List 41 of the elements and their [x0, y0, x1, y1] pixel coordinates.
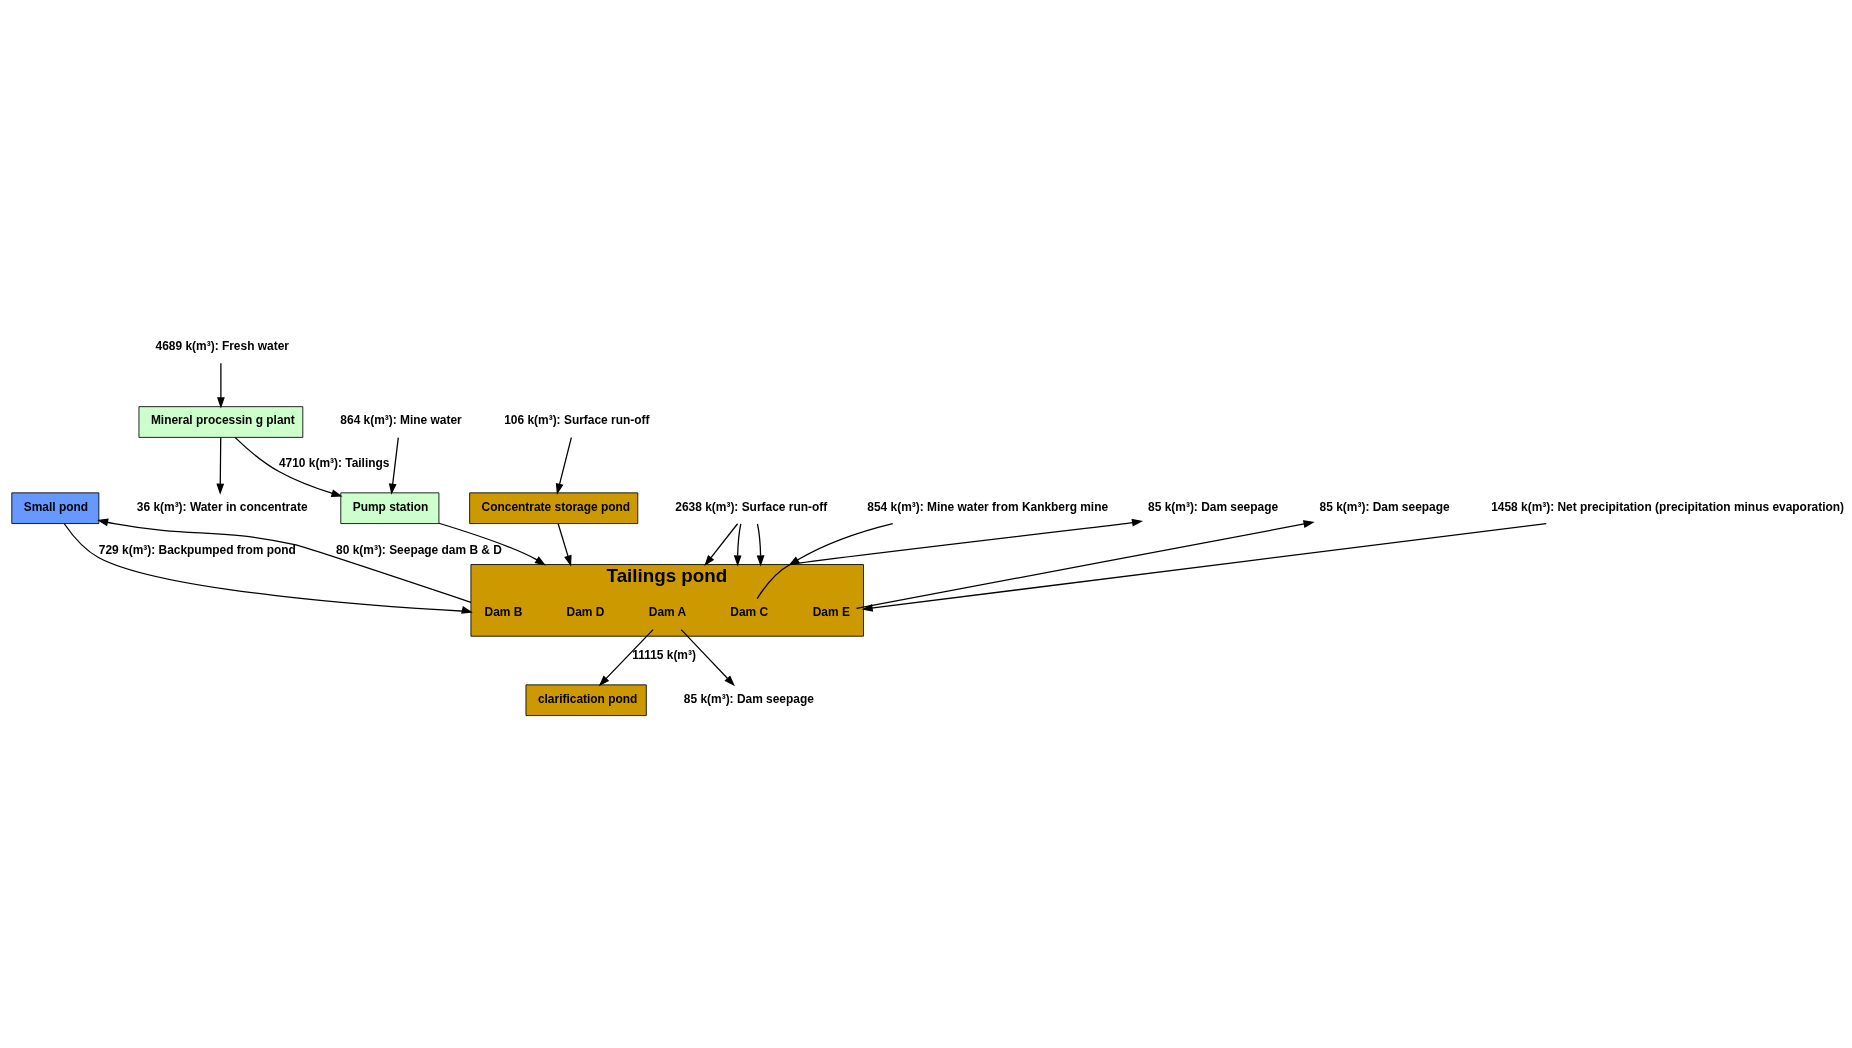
- node-box: Mineral processin g plant: [138, 406, 304, 438]
- arrow: [217, 362, 225, 409]
- arrow: [680, 628, 735, 687]
- node-box: clarification pond: [525, 684, 647, 716]
- arrow: [733, 523, 742, 567]
- node-box: Small pond: [11, 492, 100, 524]
- arrow: [598, 628, 654, 687]
- node-text: Dam E: [812, 605, 850, 620]
- arrow: [216, 436, 225, 495]
- node-text: Dam D: [566, 605, 605, 620]
- node-text: 106 k(m³): Surface run-off: [504, 413, 650, 428]
- edge-label: 11115 k(m³): [632, 648, 696, 663]
- arrow: [555, 436, 572, 495]
- node-text: 85 k(m³): Dam seepage: [683, 691, 814, 706]
- node-text: Dam C: [730, 605, 769, 620]
- node-text: 1458 k(m³): Net precipitation (precipitation minus evaporation): [1491, 499, 1845, 514]
- arrow: [388, 436, 399, 495]
- arrow: [861, 522, 1547, 612]
- node-text: 4689 k(m³): Fresh water: [155, 339, 289, 354]
- arrow: [63, 523, 473, 614]
- edge-label: 4710 k(m³): Tailings: [278, 456, 390, 471]
- node-text: 36 k(m³): Water in concentrate: [136, 499, 308, 514]
- node-text: 85 k(m³): Dam seepage: [1148, 499, 1279, 514]
- arrow: [234, 436, 343, 497]
- arrow: [756, 518, 1144, 600]
- arrow: [756, 523, 765, 567]
- arrow: [97, 518, 472, 603]
- arrow: [557, 523, 572, 567]
- arrow: [855, 520, 1315, 609]
- arrow: [438, 522, 546, 566]
- node-text: Dam B: [484, 605, 523, 620]
- node-text: 85 k(m³): Dam seepage: [1319, 499, 1450, 514]
- node-box: Concentrate storage pond: [469, 492, 639, 524]
- edge-label: 729 k(m³): Backpumped from pond: [98, 542, 296, 557]
- arrow: [704, 523, 739, 567]
- node-box: Pump station: [340, 492, 440, 524]
- node-text: 854 k(m³): Mine water from Kankberg mine: [867, 499, 1109, 514]
- edge-label: 80 k(m³): Seepage dam B & D: [336, 542, 502, 557]
- node-text: Dam A: [648, 605, 687, 620]
- node-text: 2638 k(m³): Surface run-off: [675, 499, 828, 514]
- node-text: 864 k(m³): Mine water: [340, 413, 462, 428]
